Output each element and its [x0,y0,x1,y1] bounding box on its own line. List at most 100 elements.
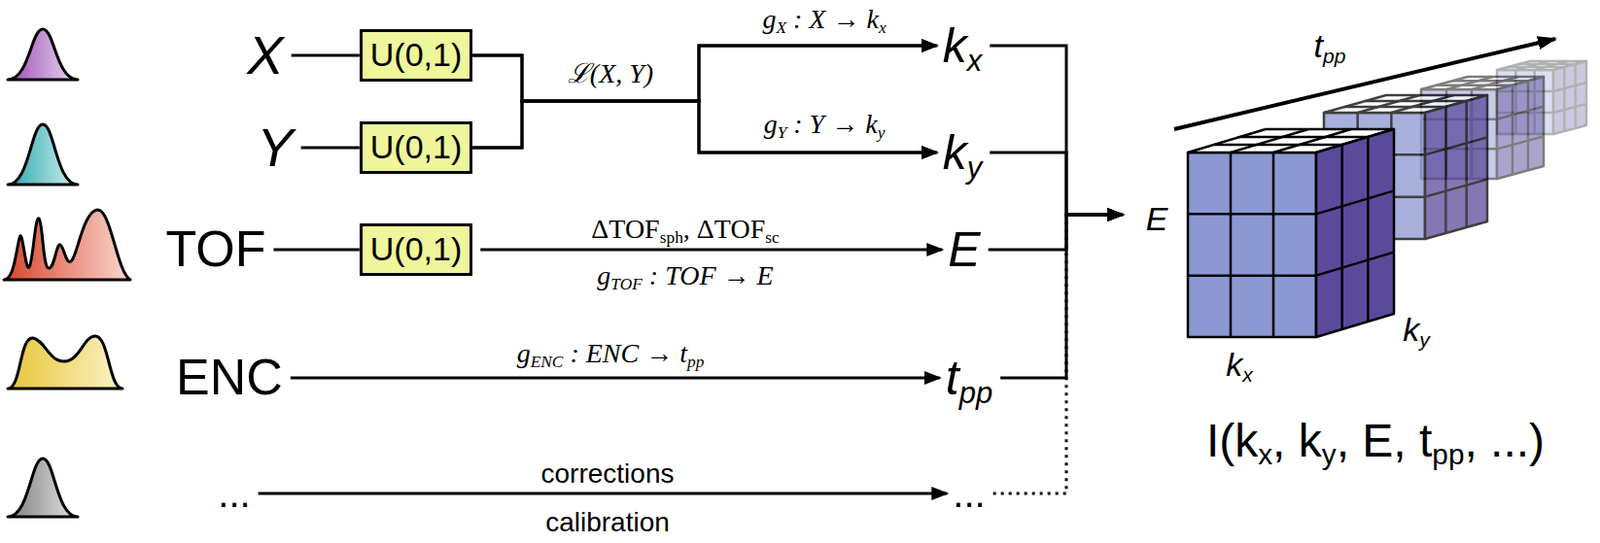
connector [993,214,1123,494]
node-text: U(0,1) [370,35,462,73]
data-cube-stack [1187,61,1587,338]
edge-label: corrections [538,459,678,490]
input-variable: Y [256,117,293,178]
connector [301,145,360,149]
connector [472,101,938,153]
axis-label: tpp [1311,28,1350,65]
cube-grid-line [1214,143,1343,147]
connector [988,214,1123,250]
cube-grid-line [1527,80,1531,171]
axis-label: kx [1222,347,1256,383]
node-text: U(0,1) [370,128,462,166]
input-variable: TOF [165,221,266,278]
node-text: ... [952,472,985,516]
node-text: I(kx, ky, E, tpp, ...) [1206,416,1545,468]
cube-grid-line [1425,137,1488,155]
distribution-icon [7,458,78,518]
connector [480,248,942,252]
distribution-icon [7,124,78,185]
distribution-icon [3,209,131,280]
output-axis: ... [952,472,985,516]
cube-grid-line [1365,100,1467,104]
connector [1000,214,1123,379]
connector [258,492,948,496]
cube-grid-line [1553,82,1587,92]
data-cube [1187,129,1394,338]
cube-grid-line [1340,144,1344,330]
output-axis: ky [942,126,983,180]
connector [291,53,360,57]
cube-grid-line [1366,137,1370,322]
cube-grid-line [1446,76,1494,90]
node-text: ... [217,472,250,516]
cube-face [1316,129,1394,338]
cube-grid-line [1573,64,1577,129]
cube-face [1187,152,1317,338]
node-text: E [947,222,980,278]
cube-face [1425,95,1488,240]
connector [989,152,1123,215]
cube-grid-line [1425,179,1488,198]
connector [472,45,938,102]
node-text: U(0,1) [370,230,462,268]
input-variable: ENC [175,349,283,406]
edge-label: gY : Y → ky [761,109,889,140]
time-axis-arrow [1174,38,1556,130]
cube-grid-line [1444,106,1448,234]
edge-label: gENC : ENC → tpp [514,339,708,370]
input-variable: ... [217,472,250,516]
cube-grid-line [1239,136,1368,140]
output-axis: kx [942,19,983,73]
edge-label: gX : X → kx [759,4,889,35]
connector [274,247,360,251]
output-axis: E [947,223,980,278]
cube-grid-line [1563,67,1566,132]
cube-grid-line [1316,190,1394,214]
cube-grid-line [1272,152,1276,338]
node-text: Y [256,116,293,178]
node-text: tpp [945,350,993,406]
cube-grid-line [1187,212,1317,216]
node-text: ENC [175,348,283,406]
uniform-jitter-box: U(0,1) [359,223,473,276]
output-axis: tpp [945,351,993,406]
cube-grid-line [1496,136,1544,149]
cube-grid-line [1316,252,1394,277]
uniform-jitter-box: U(0,1) [359,121,473,174]
node-text: kx [942,18,983,73]
cube-grid-line [1229,152,1233,338]
transform-label: gTOF : TOF → E [593,261,776,292]
cube-grid-line [1464,101,1468,228]
distribution-icon [7,336,123,389]
cube-grid-line [1452,79,1529,83]
step-label: calibration [542,508,673,539]
axis-label: E [1143,201,1172,238]
coupling-label: ℒ(X, Y) [564,59,657,90]
distribution-icon [7,29,78,80]
connector [290,377,940,381]
cube-grid-line [1511,85,1515,175]
cube-grid-line [1344,105,1446,109]
node-text: TOF [165,220,266,278]
node-text: X [246,24,283,86]
cube-grid-line [1496,106,1544,120]
cube-grid-line [1519,63,1576,67]
cube-grid-line [1357,95,1421,113]
connector [472,55,938,153]
connector [989,45,1123,215]
result-hypervolume: I(kx, ky, E, tpp, ...) [1122,9,1595,535]
cube-face [1496,76,1544,179]
cube-grid-line [1436,83,1513,87]
cube-grid-line [1230,129,1309,153]
uniform-jitter-box: U(0,1) [359,29,473,81]
axis-label: ky [1399,312,1433,348]
node-text: ky [942,125,983,180]
connector [472,45,938,148]
cube-grid-line [1553,104,1587,113]
cube-face [1553,61,1587,135]
edge-label: ΔTOFsph, ΔTOFsc [588,214,782,245]
cube-grid-line [1507,66,1565,70]
input-variable: X [246,25,283,86]
cube-grid-line [1187,274,1317,278]
